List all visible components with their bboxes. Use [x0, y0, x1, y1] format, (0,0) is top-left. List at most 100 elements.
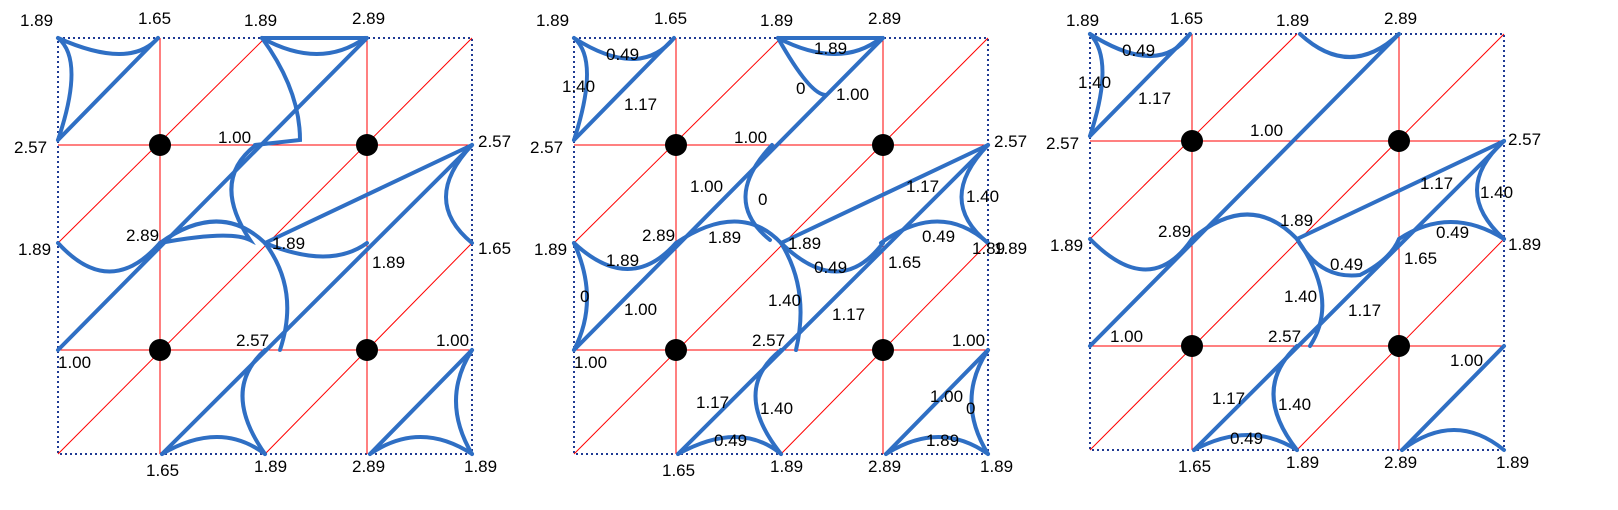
- label: 2.57: [530, 138, 563, 157]
- label: 2.57: [994, 132, 1027, 151]
- label: 0: [580, 287, 589, 306]
- label: 1.89: [20, 11, 53, 30]
- panel-2-curves: [572, 36, 990, 456]
- panel-1-labels: 1.89 1.65 1.89 2.89 2.57 1.00 2.57 1.89 …: [14, 9, 511, 480]
- label: 1.17: [1348, 301, 1381, 320]
- label: 0: [796, 79, 805, 98]
- label: 1.89: [1508, 235, 1541, 254]
- label: 1.89: [1050, 236, 1083, 255]
- label: 1.65: [146, 461, 179, 480]
- label: 1.89: [788, 234, 821, 253]
- label: 2.57: [478, 132, 511, 151]
- label: 1.40: [768, 291, 801, 310]
- label: 1.00: [436, 331, 469, 350]
- label: 1.00: [1250, 121, 1283, 140]
- label: 1.89: [254, 457, 287, 476]
- label: 1.89: [1276, 11, 1309, 30]
- label: 1.00: [58, 353, 91, 372]
- label: 1.17: [1420, 174, 1453, 193]
- label: 0.49: [1122, 41, 1155, 60]
- panel-1-grid: [57, 37, 473, 455]
- label: 1.00: [734, 128, 767, 147]
- node: [149, 339, 171, 361]
- label: 1.65: [1404, 249, 1437, 268]
- label: 1.00: [1450, 351, 1483, 370]
- label: 2.57: [1046, 134, 1079, 153]
- label: 2.89: [352, 9, 385, 28]
- label: 2.57: [236, 331, 269, 350]
- label: 2.89: [1384, 9, 1417, 28]
- node: [872, 134, 894, 156]
- label: 1.17: [1138, 89, 1171, 108]
- label: 1.65: [888, 253, 921, 272]
- panel-1: 1.89 1.65 1.89 2.89 2.57 1.00 2.57 1.89 …: [14, 9, 511, 480]
- label: 1.00: [624, 300, 657, 319]
- node: [356, 134, 378, 156]
- label: 1.89: [372, 253, 405, 272]
- label: 2.57: [752, 331, 785, 350]
- node: [1181, 130, 1203, 152]
- panel-2: 1.89 1.65 1.89 2.89 0.49 1.89 1.40 1.17 …: [530, 9, 1027, 480]
- label: 1.89: [926, 431, 959, 450]
- label: 1.00: [574, 353, 607, 372]
- label: 1.89: [272, 234, 305, 253]
- label: 1.17: [696, 393, 729, 412]
- label: 1.89: [536, 11, 569, 30]
- label: 1.40: [562, 77, 595, 96]
- label: 0.49: [814, 258, 847, 277]
- label: 1.89: [814, 39, 847, 58]
- label: 1.65: [662, 461, 695, 480]
- label: 1.89: [972, 239, 1005, 258]
- panel-3-labels: 1.89 1.65 1.89 2.89 0.49 1.40 1.17 2.57 …: [1046, 9, 1541, 476]
- label: 2.89: [642, 226, 675, 245]
- label: 1.00: [836, 85, 869, 104]
- label: 1.89: [1496, 453, 1529, 472]
- label: 2.57: [14, 138, 47, 157]
- label: 1.89: [244, 11, 277, 30]
- node: [1388, 335, 1410, 357]
- label: 1.40: [760, 399, 793, 418]
- label: 1.89: [1066, 11, 1099, 30]
- node: [1181, 335, 1203, 357]
- label: 1.65: [654, 9, 687, 28]
- label: 2.89: [1384, 453, 1417, 472]
- label: 0.49: [1436, 223, 1469, 242]
- label: 0.49: [714, 431, 747, 450]
- label: 1.40: [966, 187, 999, 206]
- label: 1.40: [1284, 287, 1317, 306]
- label: 1.65: [1178, 457, 1211, 476]
- panel-1-curves: [56, 36, 474, 456]
- label: 1.89: [606, 251, 639, 270]
- label: 1.65: [1170, 9, 1203, 28]
- node: [872, 339, 894, 361]
- label: 1.17: [624, 95, 657, 114]
- label: 0.49: [1330, 255, 1363, 274]
- label: 0.49: [922, 227, 955, 246]
- label: 0: [758, 190, 767, 209]
- label: 1.89: [464, 457, 497, 476]
- node: [665, 339, 687, 361]
- label: 1.40: [1278, 395, 1311, 414]
- label: 0.49: [1230, 429, 1263, 448]
- label: 2.89: [1158, 222, 1191, 241]
- label: 2.57: [1268, 327, 1301, 346]
- node: [1388, 130, 1410, 152]
- label: 0.49: [606, 45, 639, 64]
- label: 2.89: [868, 457, 901, 476]
- label: 0: [966, 399, 975, 418]
- label: 1.00: [930, 387, 963, 406]
- label: 1.89: [18, 240, 51, 259]
- label: 1.89: [770, 457, 803, 476]
- label: 2.89: [126, 226, 159, 245]
- label: 1.65: [478, 239, 511, 258]
- panel-3-curves: [1088, 32, 1506, 452]
- label: 1.17: [906, 177, 939, 196]
- label: 1.00: [218, 128, 251, 147]
- label: 1.89: [1286, 453, 1319, 472]
- node: [665, 134, 687, 156]
- panel-3: 1.89 1.65 1.89 2.89 0.49 1.40 1.17 2.57 …: [1046, 9, 1541, 476]
- node: [356, 339, 378, 361]
- label: 1.89: [980, 457, 1013, 476]
- label: 1.89: [534, 240, 567, 259]
